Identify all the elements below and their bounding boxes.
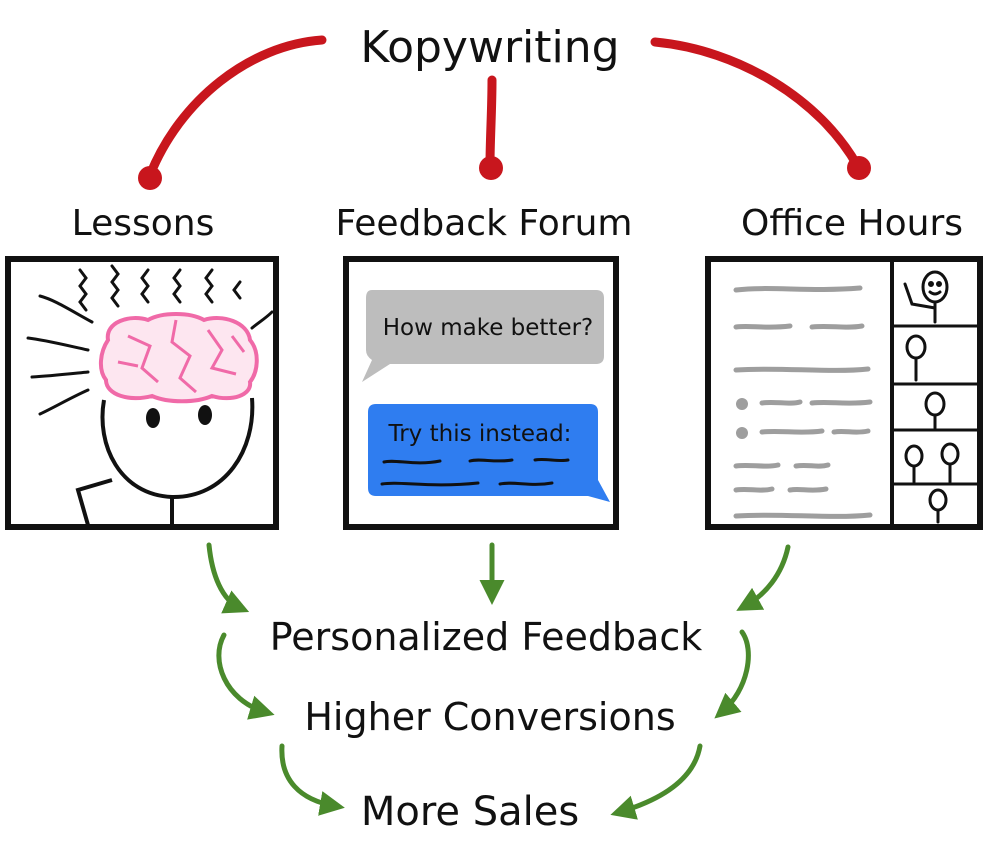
connector-dot-feedback-forum	[479, 156, 503, 180]
component-label-office-hours: Office Hours	[741, 203, 963, 244]
outcome-higher-conversions: Higher Conversions	[304, 695, 675, 739]
answer-scribbles	[380, 457, 570, 487]
arrow-office-to-feedback	[736, 544, 791, 611]
brain-head-icon	[26, 264, 274, 527]
connector-lessons	[145, 35, 327, 180]
outcome-arrows	[206, 542, 791, 820]
question-bubble	[362, 290, 604, 382]
feedback-forum-panel: How make better? Try this instead:	[343, 256, 619, 530]
lessons-panel	[5, 256, 279, 530]
arrow-conversions-to-sales-left	[279, 743, 345, 816]
arrow-feedback-to-conversions-left	[216, 632, 275, 720]
outcome-more-sales: More Sales	[361, 789, 579, 835]
diagram-title: Kopywriting	[360, 22, 619, 73]
arrow-lessons-to-feedback	[206, 542, 250, 614]
outcome-personalized-feedback: Personalized Feedback	[270, 615, 703, 659]
connector-dot-office-hours	[847, 156, 871, 180]
video-call-icon	[733, 262, 978, 524]
shared-document-lines	[733, 285, 873, 519]
participant-figures	[903, 270, 960, 524]
arrow-conversions-to-sales-right	[610, 743, 703, 820]
question-bubble-text: How make better?	[383, 315, 594, 341]
connector-dot-lessons	[138, 166, 162, 190]
connector-feedback-forum	[485, 75, 497, 170]
chat-bubbles-icon: How make better? Try this instead:	[362, 290, 610, 502]
arrow-feedback-to-conversions-right	[714, 629, 751, 719]
connector-office-hours	[650, 37, 862, 170]
office-hours-panel	[705, 256, 983, 530]
answer-bubble	[368, 404, 610, 502]
component-label-lessons: Lessons	[72, 203, 215, 244]
answer-bubble-text: Try this instead:	[388, 421, 572, 447]
connector-dots	[138, 156, 871, 190]
component-label-feedback-forum: Feedback Forum	[335, 203, 632, 244]
